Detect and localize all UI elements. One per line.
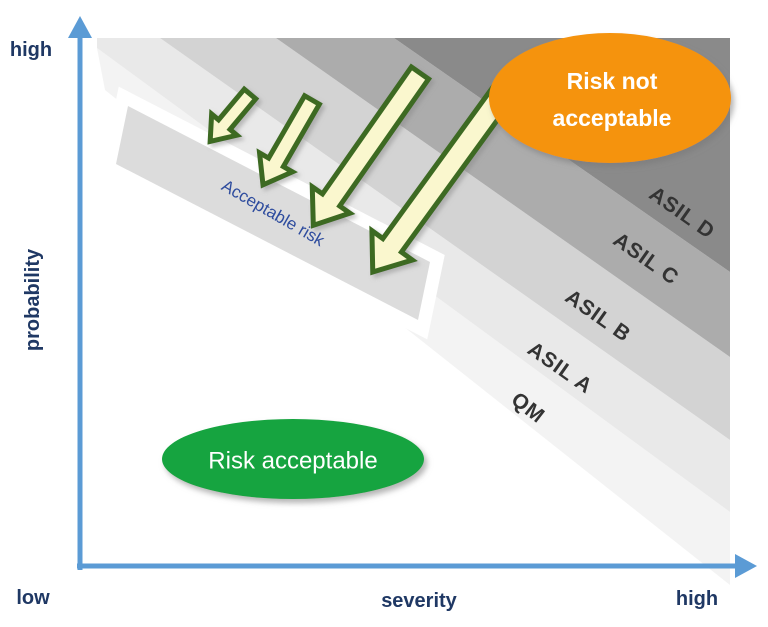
risk-acceptable-zone: Risk acceptable (162, 419, 424, 499)
axes (68, 16, 757, 578)
y-axis-arrowhead (68, 16, 92, 38)
x-axis-line (77, 563, 739, 569)
risk-reduction-arrow-1 (207, 85, 260, 145)
y-axis-high-label: high (10, 39, 52, 61)
risk-reduction-arrow-3 (309, 63, 433, 229)
y-axis-title: probability (22, 248, 44, 351)
axis-labels: high probability low severity high (10, 39, 718, 612)
risk-not-acceptable-label-line1: Risk not (567, 68, 658, 94)
y-axis-line (77, 32, 83, 570)
risk-reduction-arrow-2 (256, 92, 323, 189)
risk-not-acceptable-ellipse (489, 33, 731, 163)
band-asil-b (160, 38, 730, 440)
x-axis-title: severity (381, 590, 457, 612)
risk-reduction-arrows (207, 63, 518, 276)
risk-not-acceptable-label-line2: acceptable (553, 105, 672, 131)
risk-reduction-arrow-4 (369, 79, 518, 276)
risk-not-acceptable-zone: Risk not acceptable (489, 33, 731, 163)
x-axis-arrowhead (735, 554, 757, 578)
risk-acceptable-label: Risk acceptable (208, 448, 377, 475)
origin-low-label: low (16, 587, 50, 609)
risk-acceptable-ellipse (162, 419, 424, 499)
x-axis-high-label: high (676, 588, 718, 610)
